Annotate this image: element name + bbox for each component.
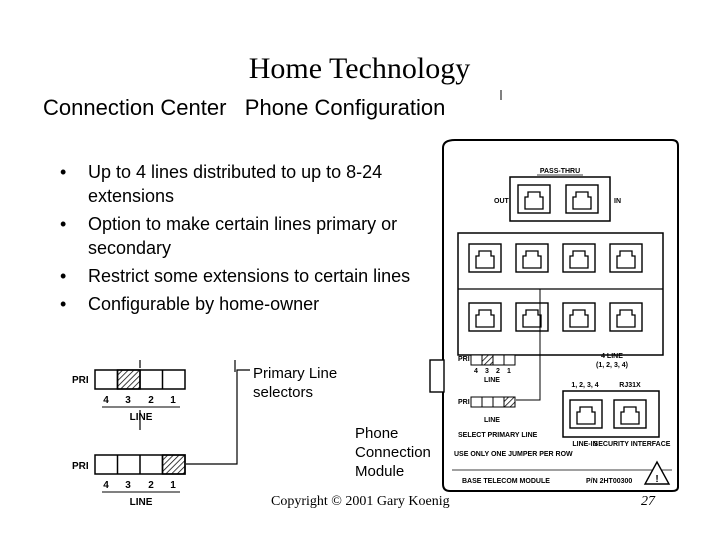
- part-number: P/N 2HT00300: [586, 478, 632, 485]
- pri-label: PRI: [72, 375, 89, 386]
- mini-number: 3: [485, 368, 489, 375]
- line-label: LINE: [130, 497, 153, 508]
- bullet-item: Up to 4 lines distributed to up to 8-24 …: [58, 160, 430, 208]
- line-number: 3: [125, 395, 131, 406]
- line-label: LINE: [130, 412, 153, 423]
- use-one-jumper: USE ONLY ONE JUMPER PER ROW: [454, 451, 573, 458]
- four-line-sub: (1, 2, 3, 4): [596, 362, 628, 369]
- bullet-item: Restrict some extensions to certain line…: [58, 264, 430, 288]
- line-number: 1: [170, 395, 176, 406]
- mini-pri-label: PRI: [458, 356, 470, 363]
- line-number: 1: [170, 480, 176, 491]
- jumper-block: [116, 369, 141, 390]
- pass-thru-label: PASS-THRU: [540, 168, 580, 175]
- slide-title: Home Technology: [248, 52, 471, 85]
- mini-pri-label: PRI: [458, 399, 470, 406]
- callout-line: [186, 369, 250, 465]
- page-number: 27: [641, 494, 655, 509]
- bullet-item: Configurable by home-owner: [58, 292, 430, 316]
- bullet-item: Option to make certain lines primary or …: [58, 212, 430, 260]
- select-primary-line: SELECT PRIMARY LINE: [458, 432, 538, 439]
- in-label: IN: [614, 198, 621, 205]
- mini-line-label: LINE: [484, 417, 500, 424]
- jack-a-title: 1, 2, 3, 4: [571, 382, 598, 389]
- security-interface-label: SECURITY INTERFACE: [594, 441, 671, 448]
- phone-connection-module-label: Phone Connection Module: [355, 425, 431, 480]
- line-number: 4: [103, 480, 109, 491]
- mini-number: 4: [474, 368, 478, 375]
- mini-number: 1: [507, 368, 511, 375]
- slide-subtitle: Connection Center Phone Configuration: [43, 95, 446, 120]
- line-number: 4: [103, 395, 109, 406]
- jumper-block: [161, 454, 186, 475]
- out-label: OUT: [494, 198, 510, 205]
- mini-number: 2: [496, 368, 500, 375]
- pri-label: PRI: [72, 461, 89, 472]
- base-module-label: BASE TELECOM MODULE: [462, 478, 550, 485]
- line-number: 2: [148, 480, 154, 491]
- jack-b-title: RJ31X: [619, 382, 641, 389]
- line-number: 2: [148, 395, 154, 406]
- warning-icon: !: [643, 460, 671, 485]
- bullet-list: Up to 4 lines distributed to up to 8-24 …: [58, 160, 430, 320]
- phone-connection-module: PASS-THRU OUT IN PRI 4 3 2 1 LINE PRI LI…: [429, 90, 679, 492]
- line-in-label: LINE-IN: [572, 441, 597, 448]
- copyright-text: Copyright © 2001 Gary Koenig: [271, 494, 450, 509]
- four-line-label: 4 LINE: [601, 353, 623, 360]
- svg-text:!: !: [655, 474, 658, 485]
- primary-line-selectors-label: Primary Line selectors: [253, 365, 338, 401]
- primary-selector-top: PRI 4 3 2 1 LINE: [72, 369, 186, 423]
- primary-selector-bottom: PRI 4 3 2 1 LINE: [72, 454, 186, 508]
- mini-line-label: LINE: [484, 377, 500, 384]
- line-number: 3: [125, 480, 131, 491]
